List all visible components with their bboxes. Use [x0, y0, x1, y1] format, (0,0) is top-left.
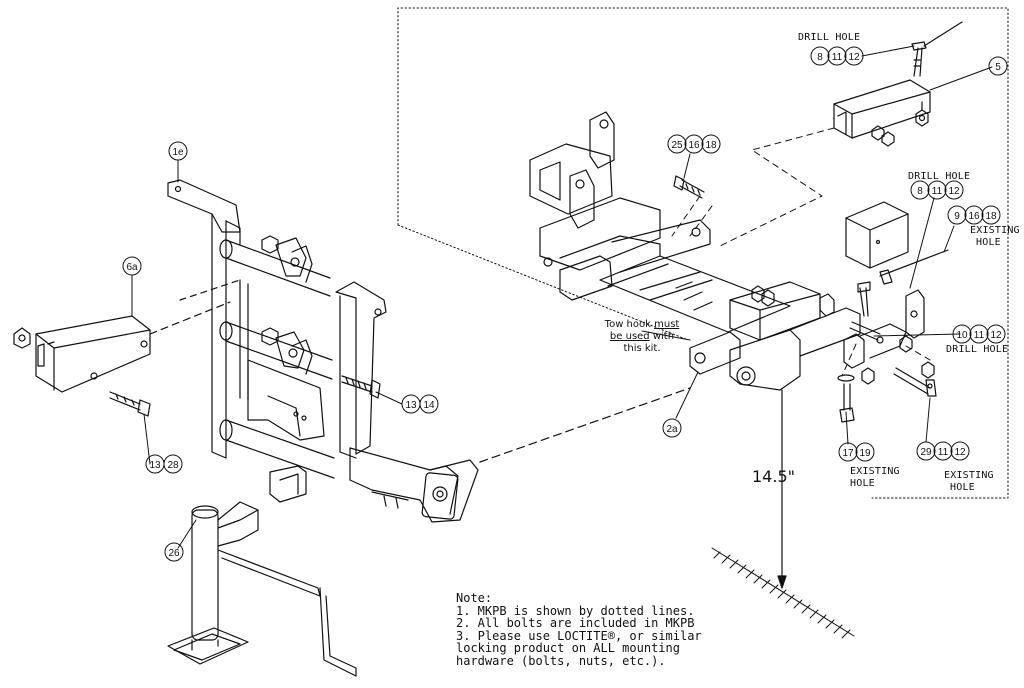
callout-25-16-18: 25 16 18 [667, 134, 721, 154]
callout-5: 5 [988, 56, 1008, 76]
notes-block: Note: 1. MKPB is shown by dotted lines. … [456, 592, 702, 668]
callout-1e: 1e [168, 141, 188, 161]
mkpb-assembly [529, 111, 925, 391]
svg-text:14: 14 [423, 400, 435, 411]
svg-text:12: 12 [990, 330, 1002, 341]
note-line: 3. Please use LOCTITE®, or similar [456, 628, 702, 643]
svg-text:12: 12 [954, 447, 966, 458]
svg-text:9: 9 [954, 211, 960, 222]
dash-link-left [479, 387, 691, 463]
svg-text:19: 19 [859, 448, 871, 459]
svg-text:1e: 1e [172, 147, 184, 158]
svg-text:18: 18 [985, 211, 997, 222]
svg-text:29: 29 [920, 447, 932, 458]
callout-13-28: 13 28 [145, 454, 183, 474]
part-6a [13, 301, 231, 393]
bolt-13-14 [341, 375, 381, 399]
existing-hole-label-2: EXISTING [850, 466, 900, 477]
svg-text:16: 16 [968, 211, 980, 222]
jack-26 [167, 501, 357, 677]
callout-17-19: 17 19 [838, 442, 875, 462]
callout-13-14: 13 14 [401, 394, 439, 414]
svg-text:12: 12 [948, 186, 960, 197]
height-dimension-label: 14.5" [752, 467, 795, 486]
svg-text:12: 12 [848, 52, 860, 63]
callout-leaders [131, 45, 993, 549]
svg-text:2a: 2a [666, 424, 678, 435]
svg-text:5: 5 [995, 62, 1001, 73]
callout-8-11-12-top: 8 11 12 [810, 46, 864, 66]
note-line: 1. MKPB is shown by dotted lines. [456, 603, 695, 618]
existing-hole-label-3: EXISTING [944, 470, 994, 481]
frame-1e [167, 179, 479, 523]
callout-2a: 2a [662, 418, 682, 438]
svg-text:11: 11 [938, 447, 949, 458]
svg-text:25: 25 [671, 140, 683, 151]
note-line: hardware (bolts, nuts, etc.). [456, 653, 666, 668]
svg-text:17: 17 [842, 448, 854, 459]
svg-text:28: 28 [167, 460, 179, 471]
svg-text:11: 11 [832, 52, 843, 63]
existing-hole-label-1b: HOLE [976, 237, 1001, 248]
drill-hole-label-mid: DRILL HOLE [908, 171, 971, 182]
spacer-block [845, 201, 909, 269]
fasteners-right [751, 281, 937, 423]
note-line: locking product on ALL mounting [456, 641, 680, 656]
svg-text:26: 26 [168, 548, 180, 559]
existing-hole-label-1: EXISTING [970, 225, 1020, 236]
svg-text:6a: 6a [126, 262, 138, 273]
callout-26: 26 [164, 542, 184, 562]
mkpb-dotted-boundary [397, 7, 1009, 499]
dash-link-tube [179, 279, 241, 301]
part-5 [833, 21, 963, 147]
svg-text:11: 11 [932, 186, 943, 197]
existing-hole-label-3b: HOLE [950, 482, 975, 493]
callout-6a: 6a [122, 256, 142, 276]
callout-bubbles: 1e 6a 2a 5 26 13 14 13 28 25 16 18 8 11 … [122, 46, 1008, 562]
callout-8-11-12-mid: 8 11 12 [910, 180, 964, 200]
callout-9-16-18: 9 16 18 [947, 205, 1001, 225]
bolt-9-16-18 [879, 249, 949, 285]
svg-text:13: 13 [405, 400, 417, 411]
note-title: Note: [456, 591, 493, 605]
note-line: 2. All bolts are included in MKPB [456, 616, 695, 631]
svg-text:8: 8 [817, 52, 823, 63]
svg-text:11: 11 [974, 330, 985, 341]
svg-text:16: 16 [688, 140, 700, 151]
svg-text:8: 8 [917, 186, 923, 197]
drill-hole-label-right: DRILL HOLE [946, 344, 1009, 355]
bolt-25-16-18 [673, 175, 705, 199]
ground-hatch [711, 547, 855, 639]
callout-29-11-12: 29 11 12 [916, 441, 970, 461]
drill-hole-label-top: DRILL HOLE [798, 32, 861, 43]
existing-hole-label-2b: HOLE [850, 478, 875, 489]
svg-text:13: 13 [149, 460, 161, 471]
svg-text:18: 18 [705, 140, 717, 151]
tow-hook-note: Tow hook must be used with this kit. [604, 319, 680, 354]
callout-10-11-12: 10 11 12 [952, 324, 1006, 344]
bolt-13-28 [109, 391, 151, 417]
svg-text:10: 10 [956, 330, 968, 341]
dashed-leaders [671, 127, 931, 377]
height-dimension [777, 389, 787, 589]
